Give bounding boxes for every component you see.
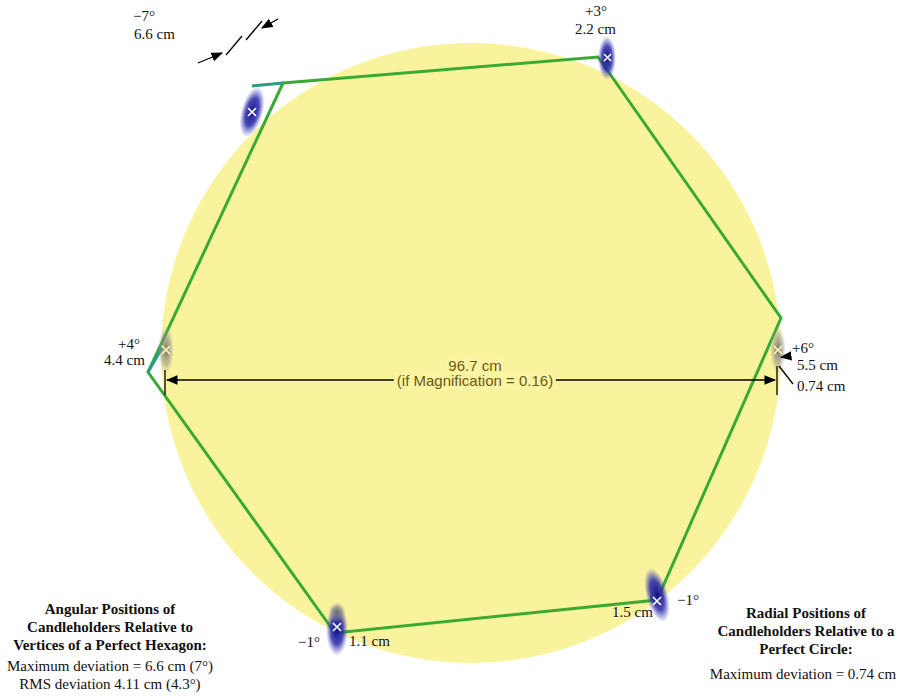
distance-deviation: 2.2 cm bbox=[575, 21, 616, 38]
table-circle bbox=[161, 43, 781, 663]
angle-deviation: −1° bbox=[677, 592, 699, 609]
angular-summary: RMS deviation 4.11 cm (4.3°) bbox=[2, 675, 218, 693]
offset-segment bbox=[252, 83, 283, 86]
dimension-marks bbox=[165, 19, 793, 395]
angle-deviation: +3° bbox=[585, 3, 607, 20]
radial-heading: Radial Positions of Candleholders Relati… bbox=[708, 604, 904, 658]
distance-deviation: 4.4 cm bbox=[104, 352, 145, 369]
distance-deviation: 5.5 cm bbox=[797, 357, 838, 374]
candleholders bbox=[158, 36, 786, 656]
center-marks bbox=[162, 54, 782, 631]
angle-deviation: +6° bbox=[792, 340, 814, 357]
radial-summary: Maximum deviation = 0.74 cm bbox=[690, 665, 916, 683]
hexagon bbox=[148, 57, 781, 633]
angular-summary: Maximum deviation = 6.6 cm (7°) bbox=[2, 657, 218, 675]
magnification-note: (if Magnification = 0.16) bbox=[394, 373, 556, 390]
distance-deviation: 1.1 cm bbox=[349, 633, 390, 650]
angular-heading: Angular Positions of Candleholders Relat… bbox=[2, 600, 218, 654]
angle-deviation: −1° bbox=[298, 634, 320, 651]
angle-deviation: +4° bbox=[118, 336, 140, 353]
angle-deviation: −7° bbox=[133, 8, 155, 25]
radial-deviation: 0.74 cm bbox=[797, 378, 845, 395]
distance-deviation: 1.5 cm bbox=[612, 604, 653, 621]
distance-deviation: 6.6 cm bbox=[134, 26, 175, 43]
